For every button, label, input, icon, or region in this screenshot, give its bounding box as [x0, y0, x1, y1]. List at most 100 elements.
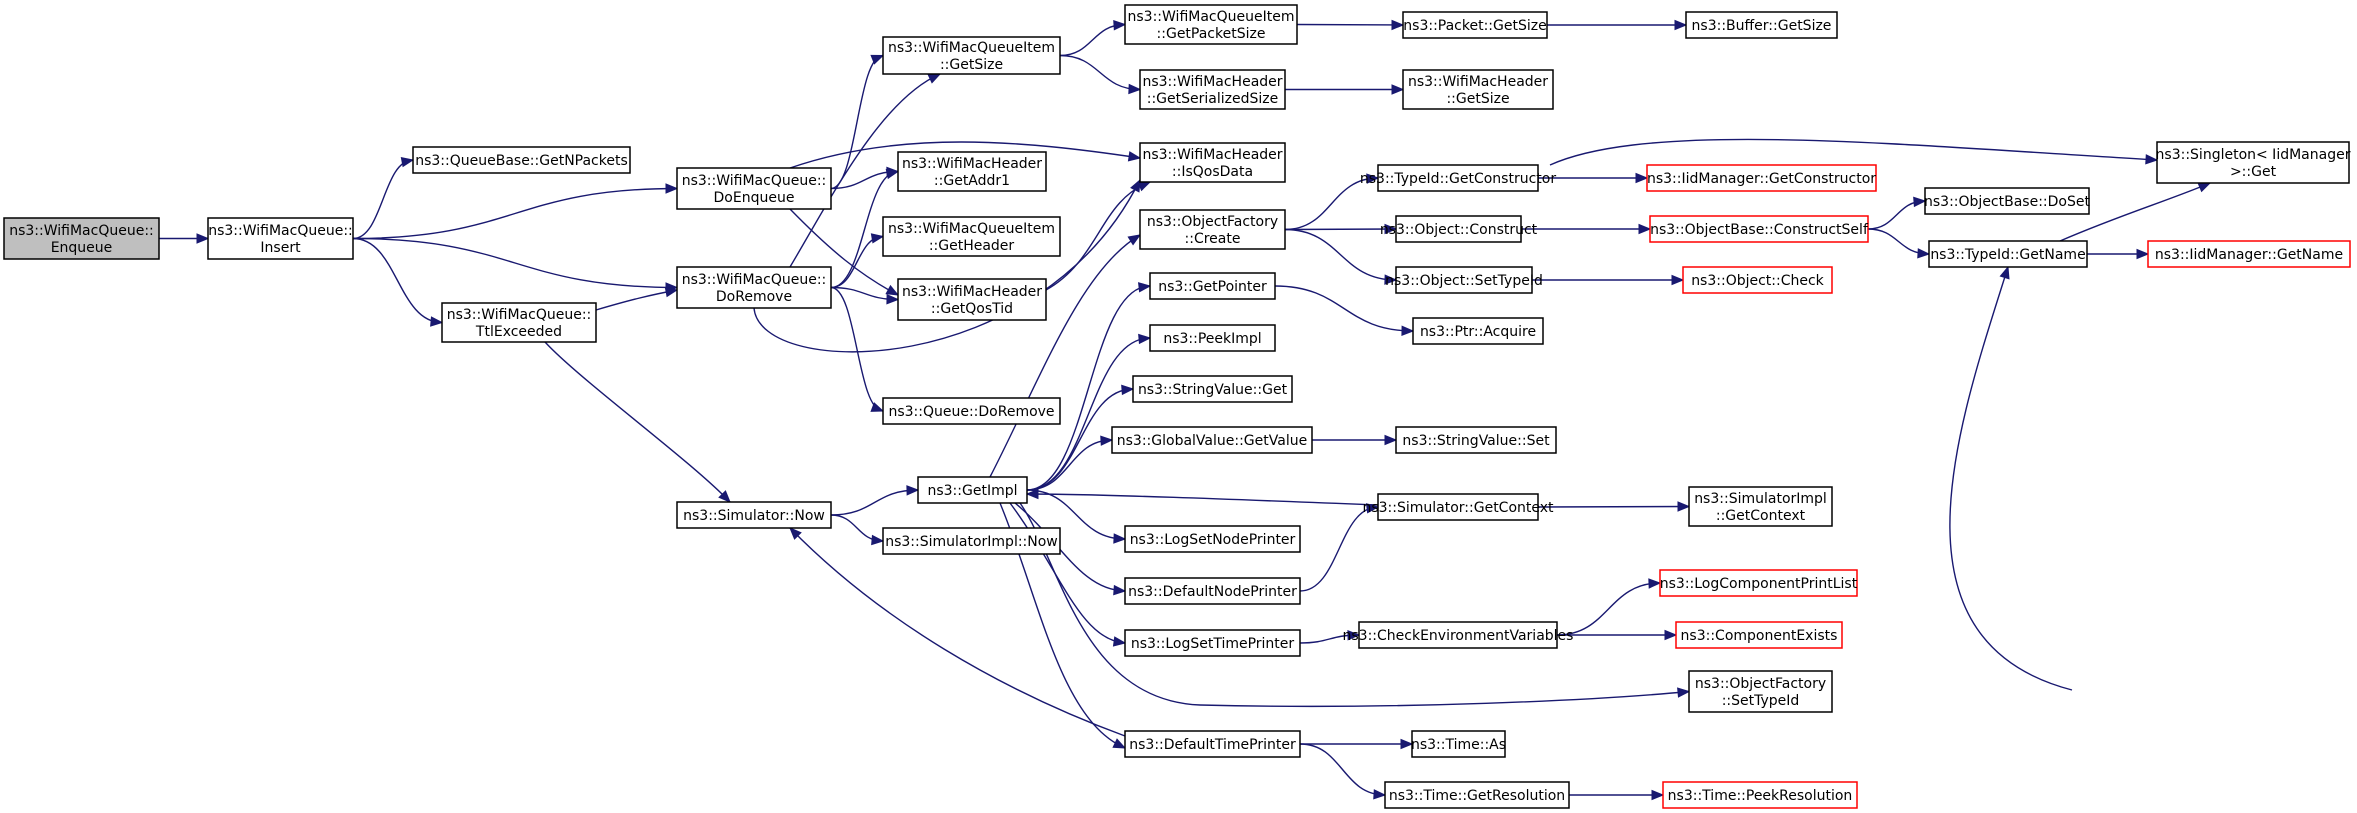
node-checkenv[interactable]: ns3::CheckEnvironmentVariables [1343, 621, 1574, 649]
node-isqosdata[interactable]: ns3::WifiMacHeader::IsQosData [1139, 142, 1286, 183]
node-label: ns3::IidManager::GetName [2155, 247, 2343, 263]
node-getnpackets[interactable]: ns3::QueueBase::GetNPackets [412, 146, 631, 174]
edge-objectbase_constructself-to-typeid_getname [1867, 228, 1931, 259]
node-logsetnodeprinter[interactable]: ns3::LogSetNodePrinter [1124, 525, 1301, 553]
node-box [1685, 11, 1838, 39]
node-box [676, 266, 832, 309]
node-box [1688, 670, 1833, 713]
node-simimpl-getcontext[interactable]: ns3::SimulatorImpl::GetContext [1688, 486, 1833, 527]
node-label: ns3::LogSetNodePrinter [1130, 532, 1296, 548]
node-label: ns3::QueueBase::GetNPackets [415, 153, 628, 169]
node-label: ns3::Time::As [1411, 737, 1506, 753]
node-getqostid[interactable]: ns3::WifiMacHeader::GetQosTid [897, 278, 1047, 321]
edge-getimpl-to-stringvalue_get [1026, 384, 1135, 491]
edge-objectbase_constructself-to-objectbase_doset [1867, 196, 1927, 230]
node-box [676, 501, 832, 529]
node-sim-getcontext[interactable]: ns3::Simulator::GetContext [1362, 493, 1554, 521]
node-object-construct[interactable]: ns3::Object::Construct [1380, 215, 1538, 243]
node-header-getsize[interactable]: ns3::WifiMacHeader::GetSize [1402, 69, 1554, 110]
edge-sim_getcontext-to-simimpl_getcontext [1537, 501, 1691, 512]
node-getaddr1[interactable]: ns3::WifiMacHeader::GetAddr1 [897, 151, 1047, 192]
node-box [1682, 266, 1833, 294]
node-label: ::GetHeader [929, 238, 1015, 254]
node-label: ::SetTypeId [1722, 693, 1800, 709]
node-logsettimeprinter[interactable]: ns3::LogSetTimePrinter [1124, 629, 1301, 657]
node-box [1132, 375, 1293, 403]
node-time-peekresolution[interactable]: ns3::Time::PeekResolution [1662, 781, 1858, 809]
node-label: ns3::ComponentExists [1681, 628, 1838, 644]
node-label: ns3::Queue::DoRemove [888, 404, 1054, 420]
node-doremove[interactable]: ns3::WifiMacQueue::DoRemove [676, 266, 832, 309]
node-label: ::GetSerializedSize [1147, 91, 1278, 107]
edge-getimpl-to-logsettimeprinter [1009, 502, 1127, 647]
node-iid-getconstructor[interactable]: ns3::IidManager::GetConstructor [1646, 164, 1877, 192]
node-of-create[interactable]: ns3::ObjectFactory::Create [1139, 209, 1286, 250]
node-ptr-acquire[interactable]: ns3::Ptr::Acquire [1412, 317, 1544, 345]
node-stringvalue-get[interactable]: ns3::StringValue::Get [1132, 375, 1293, 403]
node-label: Insert [260, 240, 301, 256]
node-box [1662, 781, 1858, 809]
node-label: ::GetSize [1446, 91, 1509, 107]
node-object-settypeid[interactable]: ns3::Object::SetTypeId [1385, 266, 1543, 294]
node-typeid-getconstructor[interactable]: ns3::TypeId::GetConstructor [1360, 164, 1556, 192]
edge-insert-to-getnpackets [352, 156, 415, 240]
edge-checkenv-to-componentexists [1557, 629, 1678, 641]
node-stringvalue-set[interactable]: ns3::StringValue::Set [1395, 426, 1557, 454]
node-label: ns3::Buffer::GetSize [1692, 18, 1832, 34]
edge-doremove-to-queue_doremove [830, 286, 885, 412]
node-box [1124, 577, 1301, 605]
node-label: ns3::WifiMacQueue:: [9, 223, 154, 239]
node-box [1139, 69, 1286, 110]
node-label: DoRemove [716, 289, 792, 305]
node-getimpl[interactable]: ns3::GetImpl [917, 476, 1028, 504]
node-ttlexceeded[interactable]: ns3::WifiMacQueue::TtlExceeded [441, 302, 597, 343]
node-simimpl-now[interactable]: ns3::SimulatorImpl::Now [882, 527, 1061, 555]
node-objectbase-doset[interactable]: ns3::ObjectBase::DoSet [1924, 187, 2090, 215]
node-sim-now[interactable]: ns3::Simulator::Now [676, 501, 832, 529]
node-box [1928, 240, 2088, 268]
node-box [1649, 215, 1869, 243]
edge-of_create-to-object_construct [1284, 223, 1398, 235]
node-packet-getsize[interactable]: ns3::Packet::GetSize [1402, 11, 1548, 39]
node-globalvalue-getvalue[interactable]: ns3::GlobalValue::GetValue [1111, 426, 1313, 454]
node-label: ns3::WifiMacQueue:: [682, 272, 827, 288]
node-label: ns3::ObjectFactory [1147, 214, 1278, 230]
node-singleton-get[interactable]: ns3::Singleton< IidManager>::Get [2156, 141, 2351, 184]
node-peekimpl[interactable]: ns3::PeekImpl [1149, 324, 1276, 352]
node-box [1395, 215, 1522, 243]
node-qi-getsize[interactable]: ns3::WifiMacQueueItem::GetSize [882, 36, 1061, 75]
node-label: ns3::CheckEnvironmentVariables [1343, 628, 1574, 644]
node-object-check[interactable]: ns3::Object::Check [1682, 266, 1833, 294]
node-label: ::IsQosData [1172, 164, 1253, 180]
node-buffer-getsize[interactable]: ns3::Buffer::GetSize [1685, 11, 1838, 39]
edge-defaulttimeprinter-to-time_as [1300, 738, 1414, 750]
node-getpointer[interactable]: ns3::GetPointer [1149, 272, 1276, 300]
edge-doenqueue-to-getqostid [789, 208, 900, 296]
node-label: ns3::ObjectBase::ConstructSelf [1650, 222, 1869, 238]
node-doenqueue[interactable]: ns3::WifiMacQueue::DoEnqueue [676, 167, 832, 210]
node-box [1111, 426, 1313, 454]
node-label: ::Create [1185, 231, 1241, 247]
node-label: ns3::LogSetTimePrinter [1131, 636, 1295, 652]
node-getpacketsize[interactable]: ns3::WifiMacQueueItem::GetPacketSize [1124, 4, 1298, 45]
node-time-getresolution[interactable]: ns3::Time::GetResolution [1384, 781, 1570, 809]
node-iid-getname[interactable]: ns3::IidManager::GetName [2147, 240, 2351, 268]
node-componentexists[interactable]: ns3::ComponentExists [1675, 621, 1843, 649]
node-defaultnodeprinter[interactable]: ns3::DefaultNodePrinter [1124, 577, 1301, 605]
node-of-settypeid[interactable]: ns3::ObjectFactory::SetTypeId [1688, 670, 1833, 713]
node-time-as[interactable]: ns3::Time::As [1411, 730, 1506, 758]
node-typeid-getname[interactable]: ns3::TypeId::GetName [1928, 240, 2088, 268]
node-getheader[interactable]: ns3::WifiMacQueueItem::GetHeader [882, 216, 1061, 257]
node-insert[interactable]: ns3::WifiMacQueue::Insert [207, 217, 354, 260]
node-getserializedsize[interactable]: ns3::WifiMacHeader::GetSerializedSize [1139, 69, 1286, 110]
node-box [1124, 525, 1301, 553]
node-box [897, 278, 1047, 321]
node-objectbase-constructself[interactable]: ns3::ObjectBase::ConstructSelf [1649, 215, 1869, 243]
edge-insert-to-ttlexceeded [352, 237, 444, 327]
node-label: Enqueue [51, 240, 113, 256]
node-logcomponentprintlist[interactable]: ns3::LogComponentPrintList [1659, 569, 1858, 597]
node-defaulttimeprinter[interactable]: ns3::DefaultTimePrinter [1124, 730, 1301, 758]
node-queue-doremove[interactable]: ns3::Queue::DoRemove [882, 397, 1061, 425]
edge-object_construct-to-objectbase_constructself [1521, 223, 1652, 235]
